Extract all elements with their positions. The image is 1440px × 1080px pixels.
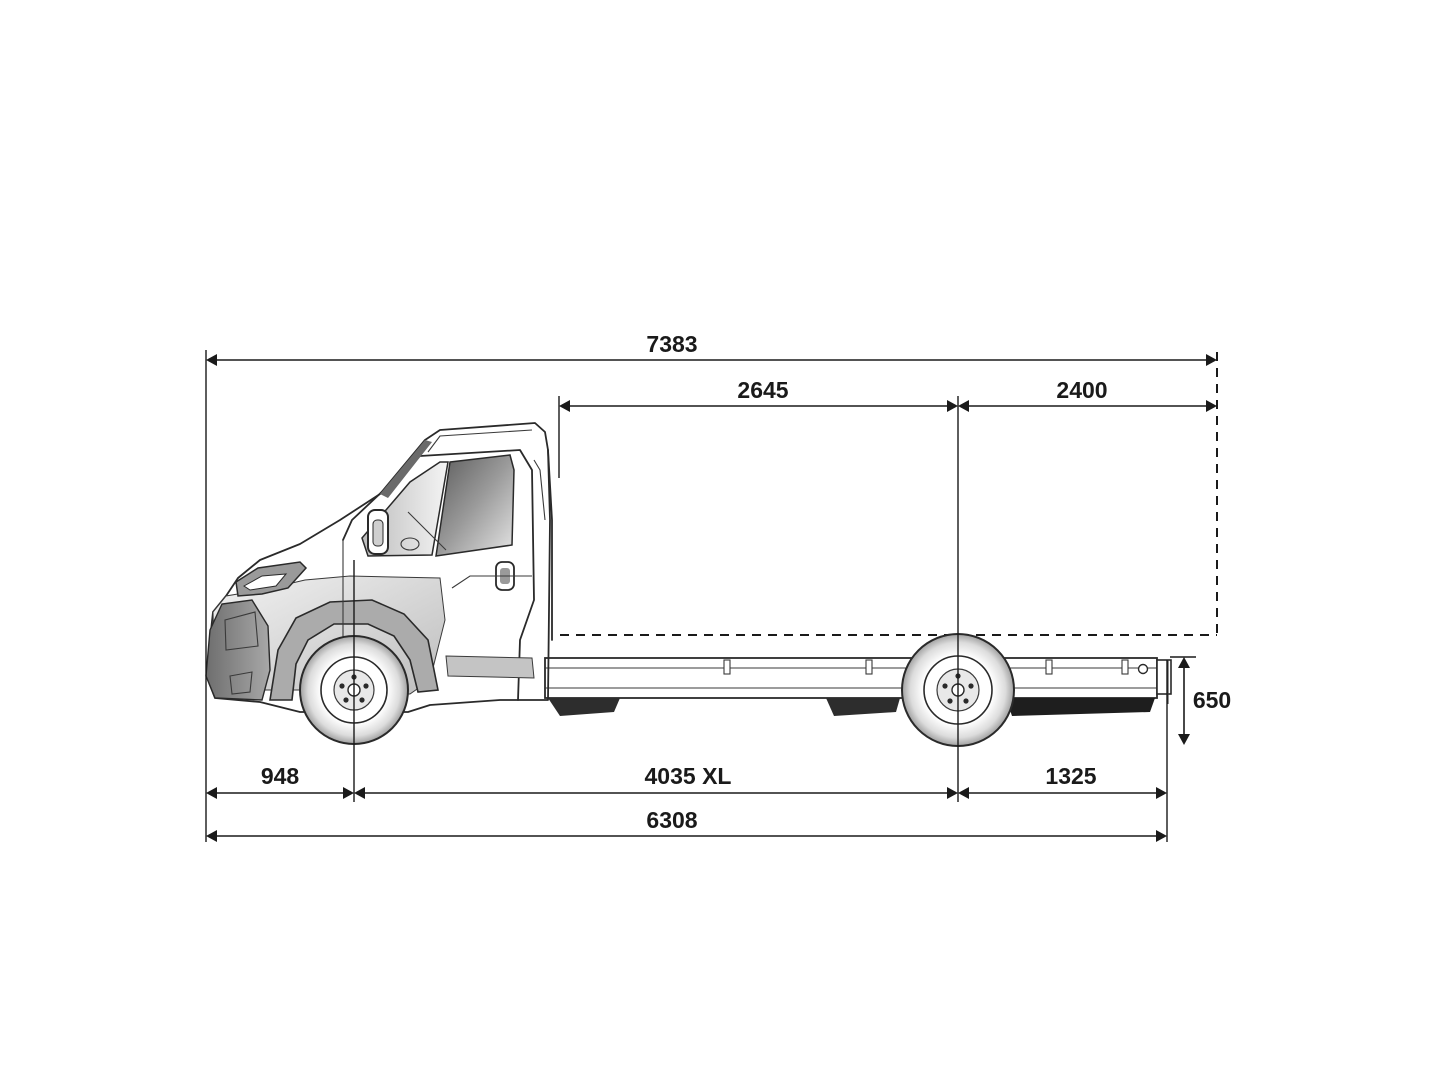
dimension-rear-length: 2400: [958, 377, 1217, 412]
dimension-overall-length: 7383: [206, 331, 1217, 366]
dimension-body-length: 2645: [559, 377, 958, 412]
dimension-frame-height: 650: [1178, 657, 1231, 745]
overall-length-label: 7383: [646, 331, 697, 357]
extension-lines: [205, 350, 1196, 842]
dimension-front-overhang: 948: [206, 763, 354, 799]
vehicle: [205, 352, 1218, 747]
front-overhang-label: 948: [261, 763, 300, 789]
dimension-wheelbase: 4035 XL: [354, 763, 958, 799]
rear-overhang-label: 1325: [1045, 763, 1096, 789]
cargo-area-outline: [560, 352, 1218, 636]
wheelbase-label: 4035 XL: [645, 763, 732, 789]
chassis-frame: [544, 657, 1172, 716]
chassis-length-label: 6308: [646, 807, 697, 833]
frame-height-label: 650: [1193, 687, 1231, 713]
rear-length-label: 2400: [1056, 377, 1107, 403]
dimension-rear-overhang: 1325: [958, 763, 1167, 799]
body-length-label: 2645: [737, 377, 788, 403]
dimension-chassis-length: 6308: [206, 807, 1167, 842]
